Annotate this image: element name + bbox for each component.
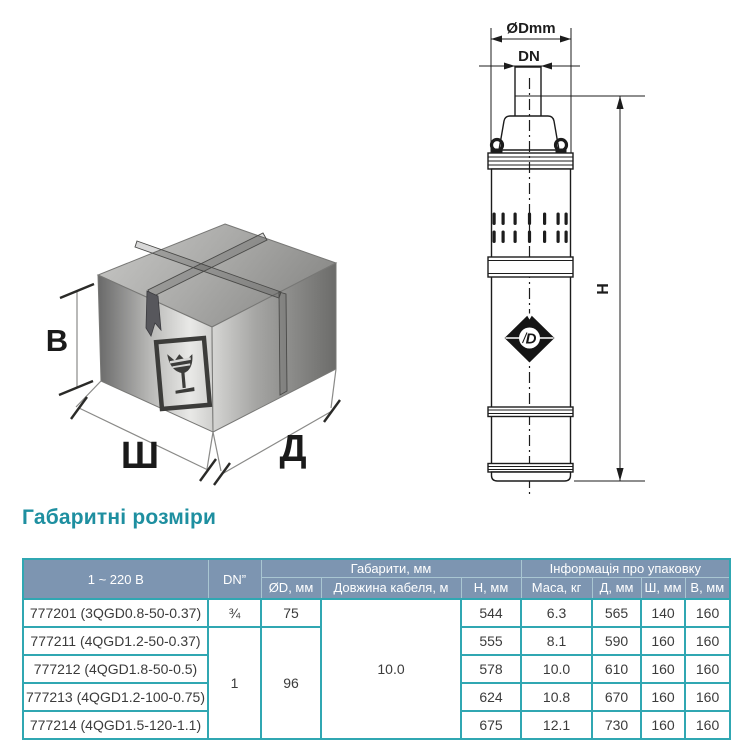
header-pack-height: В, мм	[684, 576, 731, 600]
height-cell: 578	[459, 654, 523, 684]
dimension-label-outlet: DN	[518, 48, 540, 65]
pack-width-cell: 160	[640, 710, 687, 740]
height-cell: 624	[459, 682, 523, 712]
dimension-label-height: В	[46, 323, 68, 358]
package-box-illustration: В Ш Д	[46, 223, 341, 486]
header-diameter: ØD, мм	[260, 576, 322, 600]
mass-cell: 10.8	[520, 682, 594, 712]
mass-cell: 10.0	[520, 654, 594, 684]
table-row: 777201 (3QGD0.8-50-0.37) ¾ 75 10.0 544 6…	[22, 598, 732, 740]
dimension-label-length: Д	[279, 428, 306, 470]
mass-cell: 12.1	[520, 710, 594, 740]
vent-slots	[492, 212, 568, 243]
header-packaging-group: Інформація про упаковку	[520, 558, 731, 578]
box-dimension-height	[58, 282, 95, 397]
dn-cell: ¾	[207, 598, 262, 628]
pack-length-cell: 610	[591, 654, 643, 684]
page-title: Габаритні розміри	[22, 506, 217, 529]
pack-height-cell: 160	[684, 598, 732, 628]
mass-cell: 8.1	[520, 626, 594, 656]
table-row: 777214 (4QGD1.5-120-1.1) 675 12.1 730 16…	[22, 710, 732, 740]
header-height: Н, мм	[460, 576, 522, 600]
pack-width-cell: 160	[640, 682, 687, 712]
model-cell: 777212 (4QGD1.8-50-0.5)	[22, 654, 209, 684]
box-strap-torn-end	[145, 290, 162, 337]
diameter-cell: 96	[260, 626, 322, 740]
dimension-label-diameter: ØDmm	[506, 20, 555, 37]
pack-height-cell: 160	[684, 626, 732, 656]
pack-length-cell: 565	[591, 598, 643, 628]
svg-text:D: D	[526, 331, 537, 348]
height-cell: 544	[459, 598, 523, 628]
box-strap	[278, 291, 288, 396]
fragile-glass-icon	[167, 354, 195, 394]
header-pack-width: Ш, мм	[640, 576, 686, 600]
table-row: 777213 (4QGD1.2-100-0.75) 624 10.8 670 1…	[22, 682, 732, 712]
model-cell: 777211 (4QGD1.2-50-0.37)	[22, 626, 209, 656]
pack-width-cell: 140	[640, 598, 687, 628]
dimension-label-width: Ш	[121, 435, 159, 477]
header-cable-length: Довжина кабеля, м	[320, 576, 462, 600]
mass-cell: 6.3	[520, 598, 594, 628]
dimension-label-pump-height: H	[595, 283, 612, 295]
height-cell: 675	[459, 710, 523, 740]
pump-drawing: D	[479, 28, 645, 498]
box-dimension-length	[212, 368, 341, 486]
pack-height-cell: 160	[684, 682, 732, 712]
header-pack-length: Д, мм	[591, 576, 642, 600]
pack-height-cell: 160	[684, 710, 732, 740]
header-mass: Маса, кг	[520, 576, 593, 600]
header-dimensions-group: Габарити, мм	[260, 558, 522, 578]
header-voltage: 1 ~ 220 В	[22, 558, 209, 600]
pack-length-cell: 730	[591, 710, 643, 740]
table-row: 777212 (4QGD1.8-50-0.5) 578 10.0 610 160…	[22, 654, 732, 684]
model-cell: 777214 (4QGD1.5-120-1.1)	[22, 710, 209, 740]
fragile-label	[153, 335, 213, 412]
dn-cell: 1	[207, 626, 262, 740]
pack-width-cell: 160	[640, 626, 687, 656]
model-cell: 777201 (3QGD0.8-50-0.37)	[22, 598, 209, 628]
diameter-cell: 75	[260, 598, 322, 628]
cable-length-cell: 10.0	[320, 598, 462, 740]
pack-height-cell: 160	[684, 654, 732, 684]
model-cell: 777213 (4QGD1.2-100-0.75)	[22, 682, 209, 712]
pack-length-cell: 670	[591, 682, 643, 712]
pack-width-cell: 160	[640, 654, 687, 684]
technical-illustrations: В Ш Д	[46, 20, 645, 498]
header-dn: DN”	[207, 558, 262, 600]
brand-logo: D	[504, 313, 555, 363]
box-dimension-width	[70, 380, 217, 482]
height-cell: 555	[459, 626, 523, 656]
pack-length-cell: 590	[591, 626, 643, 656]
table-row: 777211 (4QGD1.2-50-0.37) 1 96 555 8.1 59…	[22, 626, 732, 740]
spec-table: 1 ~ 220 В DN” Габарити, мм Інформація пр…	[22, 558, 732, 740]
